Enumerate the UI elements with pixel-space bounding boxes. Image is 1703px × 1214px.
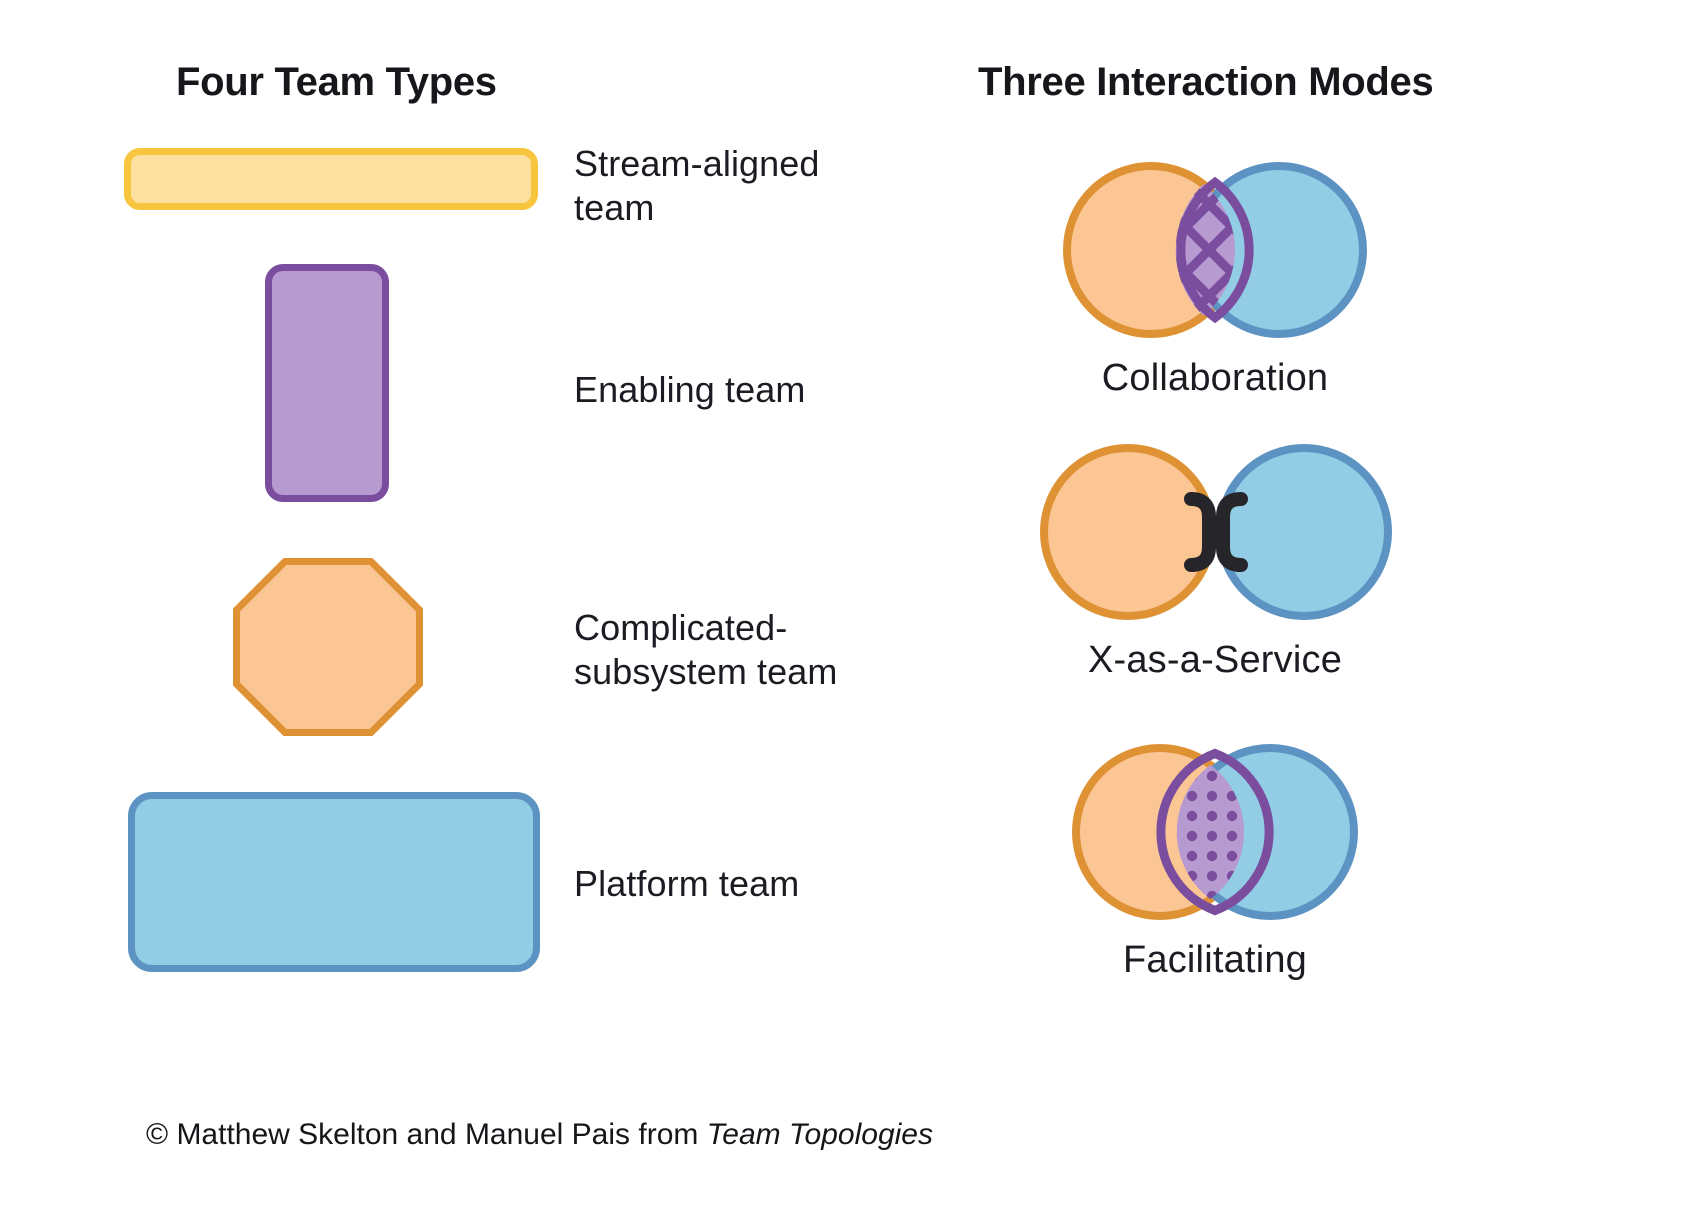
label-line-2: team <box>574 187 655 228</box>
venn-facilitating-figure <box>980 732 1450 932</box>
interaction-mode-label-collaboration: Collaboration <box>1101 357 1329 399</box>
lens-outline <box>1156 748 1274 916</box>
lens-outline <box>1176 176 1254 324</box>
label-line-2: subsystem team <box>574 651 838 692</box>
label-stream-aligned-team: Stream-aligned team <box>574 142 820 230</box>
label-line-1: Platform team <box>574 863 800 904</box>
label-line-1: Stream-aligned <box>574 143 820 184</box>
shape-stream-aligned-team[interactable] <box>124 148 538 210</box>
interaction-mode-label-facilitating: Facilitating <box>1122 939 1308 981</box>
facing-brackets-icon <box>1184 492 1248 572</box>
interaction-mode-facilitating[interactable]: Facilitating <box>980 732 1450 982</box>
shape-complicated-subsystem-team[interactable] <box>233 558 423 736</box>
label-platform-team: Platform team <box>574 862 799 906</box>
venn-collaboration-figure <box>980 150 1450 350</box>
caption-book-title: Team Topologies <box>706 1118 933 1151</box>
page-title-three-interaction-modes: Three Interaction Modes <box>978 60 1434 104</box>
label-line-1: Enabling team <box>574 369 806 410</box>
circle-blue <box>1216 444 1392 620</box>
interaction-mode-collaboration[interactable]: Collaboration <box>980 150 1450 400</box>
caption-prefix: © Matthew Skelton and Manuel Pais from <box>146 1118 707 1151</box>
venn-xaas-figure <box>980 432 1450 632</box>
shape-enabling-team[interactable] <box>265 264 389 502</box>
shape-platform-team[interactable] <box>128 792 540 972</box>
interaction-mode-x-as-a-service[interactable]: X-as-a-Service <box>980 432 1450 682</box>
page-title-four-team-types: Four Team Types <box>176 60 497 104</box>
circle-orange <box>1040 444 1216 620</box>
label-enabling-team: Enabling team <box>574 368 805 412</box>
copyright-caption: © Matthew Skelton and Manuel Pais from T… <box>146 1118 933 1152</box>
label-complicated-subsystem-team: Complicated- subsystem team <box>574 606 838 694</box>
interaction-mode-label-x-as-a-service: X-as-a-Service <box>1087 639 1343 681</box>
label-line-1: Complicated- <box>574 607 788 648</box>
